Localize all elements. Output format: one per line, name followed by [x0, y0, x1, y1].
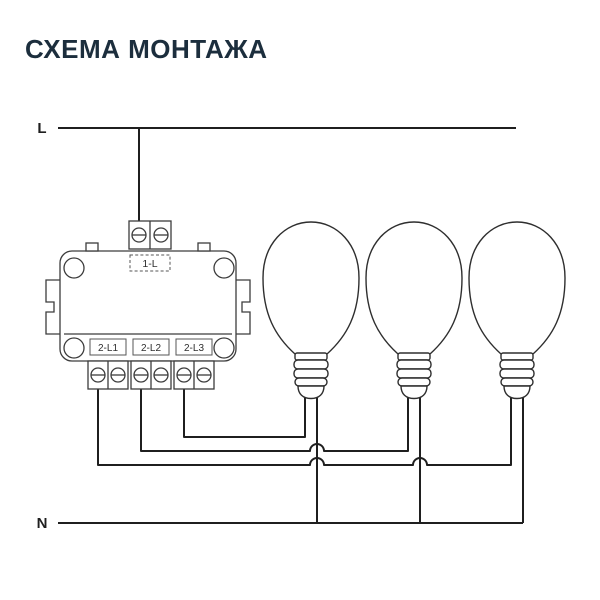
live-label: L	[37, 120, 46, 137]
left-claw	[45, 279, 60, 335]
input-terminal-block	[128, 220, 172, 250]
bulb-3	[468, 221, 566, 400]
bulb-2	[365, 221, 463, 400]
output-terminal-label-2: 2-L2	[141, 343, 161, 354]
output-terminal-label-box	[89, 338, 127, 356]
bulb-1	[262, 221, 360, 400]
output-terminal-block-2	[130, 360, 172, 390]
wire-2l3-to-bulb1	[183, 389, 306, 438]
neutral-bus: N	[37, 393, 524, 532]
mounting-screw	[213, 257, 235, 279]
input-terminal-label: 1-L	[142, 258, 157, 270]
mounting-screw	[213, 337, 235, 359]
output-terminal-block-1	[87, 360, 129, 390]
mounting-screw	[63, 257, 85, 279]
switch-device: 1-L 2-L1 2-L2 2-L3	[45, 220, 251, 390]
top-tab	[85, 242, 99, 252]
live-bus: L	[37, 120, 516, 222]
output-terminal-label-box	[175, 338, 213, 356]
mounting-screw	[63, 337, 85, 359]
switched-wires	[97, 389, 512, 466]
neutral-label: N	[37, 515, 48, 532]
output-terminal-label-1: 2-L1	[98, 343, 118, 354]
output-terminal-label-3: 2-L3	[184, 343, 204, 354]
output-terminal-block-3	[173, 360, 215, 390]
wire-2l2-to-bulb2	[140, 389, 409, 452]
output-terminal-label-box	[132, 338, 170, 356]
top-tab	[197, 242, 211, 252]
wire-2l1-to-bulb3	[97, 389, 512, 466]
right-claw	[236, 279, 251, 335]
page-title: СХЕМА МОНТАЖА	[25, 34, 268, 64]
input-terminal-label-box	[129, 254, 171, 272]
